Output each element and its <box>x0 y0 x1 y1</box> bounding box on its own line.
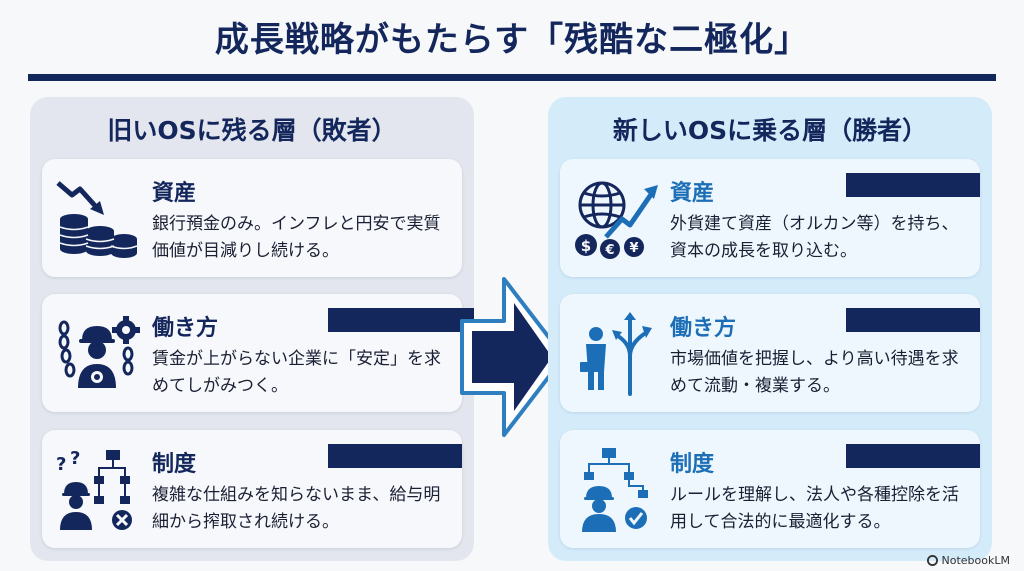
transition-arrow-icon <box>460 277 566 437</box>
old-os-panel-title: 旧いOSに残る層（敗者） <box>107 116 397 145</box>
new-os-panel-title: 新しいOSに乗る層（勝者） <box>612 116 928 145</box>
new-workstyle-body: 市場価値を把握し、より高い待遇を求めて流動・複業する。 <box>670 349 959 396</box>
notebooklm-logo-icon <box>926 555 938 566</box>
old-workstyle-card: 働き方 賃金が上がらない企業に「安定」を求めてしがみつく。 <box>42 294 474 412</box>
old-system-card: ? ? 制度 複雑な仕組みを知らないまま、給与明細から搾取され続ける。 <box>42 430 462 548</box>
svg-text:?: ? <box>70 448 80 469</box>
page-title: 成長戦略がもたらす「残酷な二極化」 <box>214 20 810 60</box>
new-os-panel: 新しいOSに乗る層（勝者） $ € ¥ 資産 外貨建て資産（オルカン等）を持ち、… <box>548 97 992 561</box>
new-workstyle-tag-bar <box>846 308 980 332</box>
chained-worker-icon <box>58 316 140 388</box>
new-assets-heading: 資産 <box>670 181 715 206</box>
title-rule <box>28 74 996 81</box>
global-growth-icon: $ € ¥ <box>575 181 658 259</box>
career-paths-icon <box>580 312 652 396</box>
old-assets-card: 資産 銀行預金のみ。インフレと円安で実質価値が目減りし続ける。 <box>42 159 462 277</box>
old-os-panel: 旧いOSに残る層（敗者） 資産 銀行預金のみ。インフレと <box>30 97 474 561</box>
new-workstyle-heading: 働き方 <box>670 316 737 341</box>
footer-brand: NotebookLM <box>926 554 1010 567</box>
new-system-body: ルールを理解し、法人や各種控除を活用して合法的に最適化する。 <box>670 485 959 532</box>
falling-coins-icon <box>56 181 138 258</box>
new-workstyle-card: 働き方 市場価値を把握し、より高い待遇を求めて流動・複業する。 <box>560 294 980 412</box>
old-workstyle-heading: 働き方 <box>152 316 219 341</box>
old-system-heading: 制度 <box>152 452 197 477</box>
old-workstyle-body: 賃金が上がらない企業に「安定」を求めてしがみつく。 <box>152 349 441 396</box>
new-system-card: 制度 ルールを理解し、法人や各種控除を活用して合法的に最適化する。 <box>560 430 980 548</box>
old-workstyle-tag-bar <box>328 308 474 332</box>
svg-text:€: € <box>604 243 614 258</box>
old-system-body: 複雑な仕組みを知らないまま、給与明細から搾取され続ける。 <box>152 485 441 532</box>
new-system-tag-bar <box>846 444 980 468</box>
old-assets-heading: 資産 <box>152 181 197 206</box>
svg-text:¥: ¥ <box>629 241 638 256</box>
svg-text:?: ? <box>56 454 66 475</box>
new-assets-card: $ € ¥ 資産 外貨建て資産（オルカン等）を持ち、資本の成長を取り込む。 <box>560 159 980 277</box>
old-system-tag-bar <box>328 444 462 468</box>
new-system-heading: 制度 <box>670 452 715 477</box>
optimized-worker-icon <box>582 448 648 532</box>
old-assets-body: 銀行預金のみ。インフレと円安で実質価値が目減りし続ける。 <box>152 214 441 261</box>
footer-brand-label: NotebookLM <box>941 554 1010 567</box>
confused-worker-icon: ? ? <box>56 448 132 530</box>
new-assets-tag-bar <box>846 173 980 197</box>
svg-text:$: $ <box>581 237 591 255</box>
new-assets-body: 外貨建て資産（オルカン等）を持ち、資本の成長を取り込む。 <box>670 214 959 261</box>
